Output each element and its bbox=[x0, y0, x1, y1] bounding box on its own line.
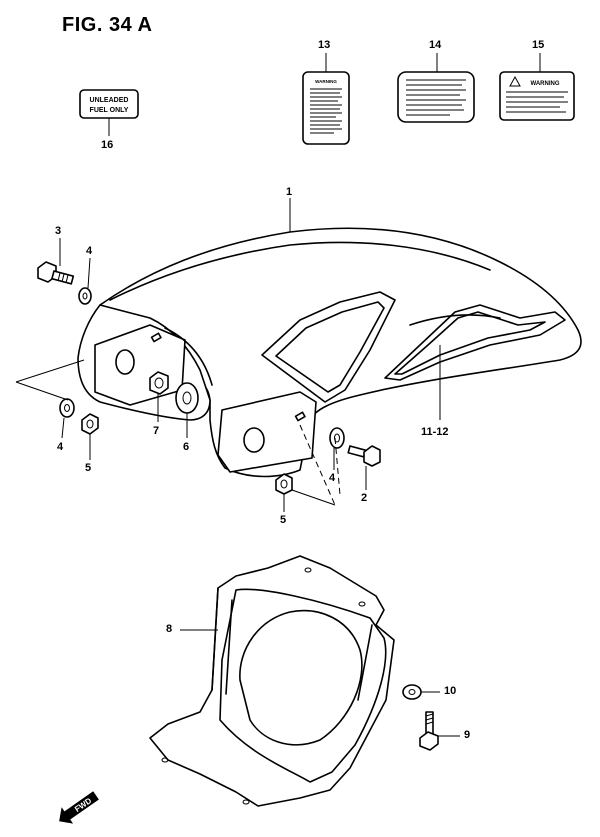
nut-part-7[interactable] bbox=[149, 371, 169, 395]
washer-part-4-top[interactable] bbox=[78, 287, 92, 305]
fender-mount-hole-right bbox=[243, 427, 265, 453]
mud-guard-part-8[interactable] bbox=[149, 555, 395, 807]
callout-14[interactable]: 14 bbox=[429, 39, 442, 51]
bolt-part-2[interactable] bbox=[347, 445, 381, 467]
nut-part-5-left[interactable] bbox=[81, 413, 99, 435]
bolt-part-3[interactable] bbox=[37, 261, 75, 285]
callout-2[interactable]: 2 bbox=[361, 492, 368, 504]
washer-hole-6 bbox=[182, 391, 192, 405]
decal-14-text-lines bbox=[406, 79, 466, 116]
callout-7[interactable]: 7 bbox=[153, 425, 160, 437]
washer-hole-10 bbox=[408, 689, 416, 695]
assembly-guide-right bbox=[291, 424, 341, 506]
callout-3[interactable]: 3 bbox=[55, 225, 62, 237]
callout-15[interactable]: 15 bbox=[532, 39, 545, 51]
leader-4-left bbox=[61, 417, 65, 439]
callout-16[interactable]: 16 bbox=[101, 139, 114, 151]
decal-16-line2: FUEL ONLY bbox=[90, 107, 129, 114]
washer-part-10[interactable] bbox=[402, 684, 422, 700]
callout-6[interactable]: 6 bbox=[183, 441, 190, 453]
fender-slot-left bbox=[150, 332, 162, 343]
nut-part-5-right[interactable] bbox=[275, 473, 293, 495]
decal-unleaded-fuel[interactable]: UNLEADED FUEL ONLY bbox=[79, 89, 139, 119]
callout-4-right[interactable]: 4 bbox=[329, 472, 336, 484]
callout-5-left[interactable]: 5 bbox=[85, 462, 92, 474]
callout-11-12[interactable]: 11-12 bbox=[421, 426, 449, 438]
washer-part-4-left[interactable] bbox=[59, 398, 75, 418]
forward-direction-arrow: FWD bbox=[59, 791, 99, 824]
bolt-part-9[interactable] bbox=[419, 711, 439, 751]
callout-13[interactable]: 13 bbox=[318, 39, 331, 51]
decal-13[interactable]: WARNING bbox=[302, 71, 350, 145]
fender-decal-11-12[interactable] bbox=[261, 291, 566, 403]
washer-hole-4-top bbox=[82, 292, 88, 300]
washer-part-6[interactable] bbox=[175, 382, 199, 414]
decal-13-text-lines bbox=[310, 88, 342, 134]
fender-slot-right bbox=[294, 411, 306, 422]
callout-4-left[interactable]: 4 bbox=[57, 441, 64, 453]
callout-5-right[interactable]: 5 bbox=[280, 514, 287, 526]
decal-15-text-lines bbox=[506, 91, 568, 113]
washer-hole-4-left bbox=[64, 404, 70, 412]
figure-title: FIG. 34 A bbox=[62, 14, 153, 36]
callout-4-top[interactable]: 4 bbox=[86, 245, 93, 257]
decal-13-header: WARNING bbox=[315, 79, 337, 84]
callout-1[interactable]: 1 bbox=[286, 186, 293, 198]
fender-mount-hole-left bbox=[115, 349, 135, 375]
leader-4-top bbox=[87, 257, 91, 289]
warning-triangle-icon bbox=[509, 75, 521, 87]
washer-part-4-right[interactable] bbox=[329, 427, 345, 449]
assembly-guide-left bbox=[15, 359, 85, 401]
callout-9[interactable]: 9 bbox=[464, 729, 471, 741]
callout-10[interactable]: 10 bbox=[444, 685, 457, 697]
decal-15-header: WARNING bbox=[531, 81, 560, 87]
washer-hole-4-right bbox=[334, 433, 340, 443]
callout-8[interactable]: 8 bbox=[166, 623, 173, 635]
decal-15[interactable]: WARNING bbox=[499, 71, 575, 121]
decal-16-line1: UNLEADED bbox=[90, 97, 129, 104]
decal-14[interactable] bbox=[397, 71, 475, 123]
